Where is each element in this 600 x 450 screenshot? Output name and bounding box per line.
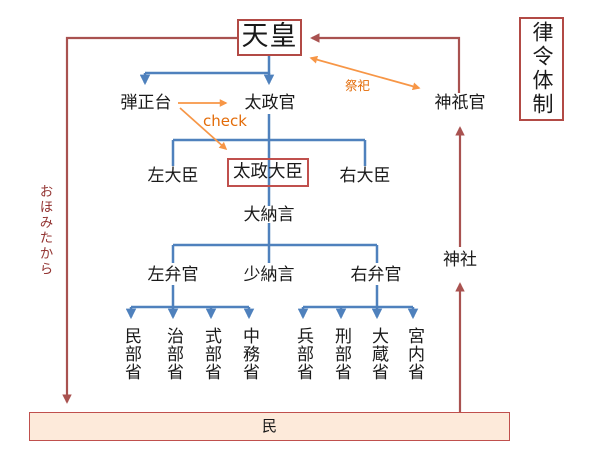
node-ubenkan: 右弁官 [350,265,402,285]
diagram-title: 律令体制 [530,21,554,117]
ministry-hyobusho: 兵部省 [293,327,313,381]
diagram-title-box: 律令体制 [519,17,564,121]
arrow-jingikan-to-tenno [310,33,461,93]
ministry-nakatsukasasho: 中務省 [239,327,259,381]
ministry-okurasho: 大蔵省 [368,327,388,381]
ministry-shikibusho: 式部省 [201,327,221,381]
ministry-jibusho: 治部省 [163,327,183,381]
node-udaijin: 右大臣 [339,166,391,186]
hierarchy-lines [125,55,419,320]
annotation-ohomitakara: おほみたから [36,184,53,277]
node-jinja: 神社 [443,250,477,270]
orange-arrows [178,55,421,151]
node-tenno-box: 天皇 [237,19,302,56]
ministry-gyobusho: 刑部省 [331,327,351,381]
node-sadaijin: 左大臣 [147,166,199,186]
ministry-kunaisho: 宮内省 [404,327,424,381]
node-min-box: 民 [29,412,510,441]
node-tenno-label: 天皇 [241,21,298,52]
annotation-saishi: 祭祀 [345,78,371,93]
arrow-danjodai-check-daijodaijin [179,107,228,151]
arrow-saishi-tenno-jingikan [309,55,421,91]
node-danjodai: 弾正台 [120,93,172,113]
node-sabenkan: 左弁官 [147,265,199,285]
node-shonagon: 少納言 [243,265,295,285]
red-lines [62,33,465,412]
node-daijodaijin-label: 太政大臣 [233,162,303,182]
arrow-tenno-to-min [62,36,238,404]
node-min-label: 民 [261,417,277,435]
ministry-minbusho: 民部省 [121,327,141,381]
node-dainagon: 大納言 [243,205,295,225]
node-daijokan: 太政官 [244,93,296,113]
annotation-check: check [203,112,247,130]
node-jingikan: 神祇官 [434,93,486,113]
node-daijodaijin-box: 太政大臣 [227,158,309,187]
